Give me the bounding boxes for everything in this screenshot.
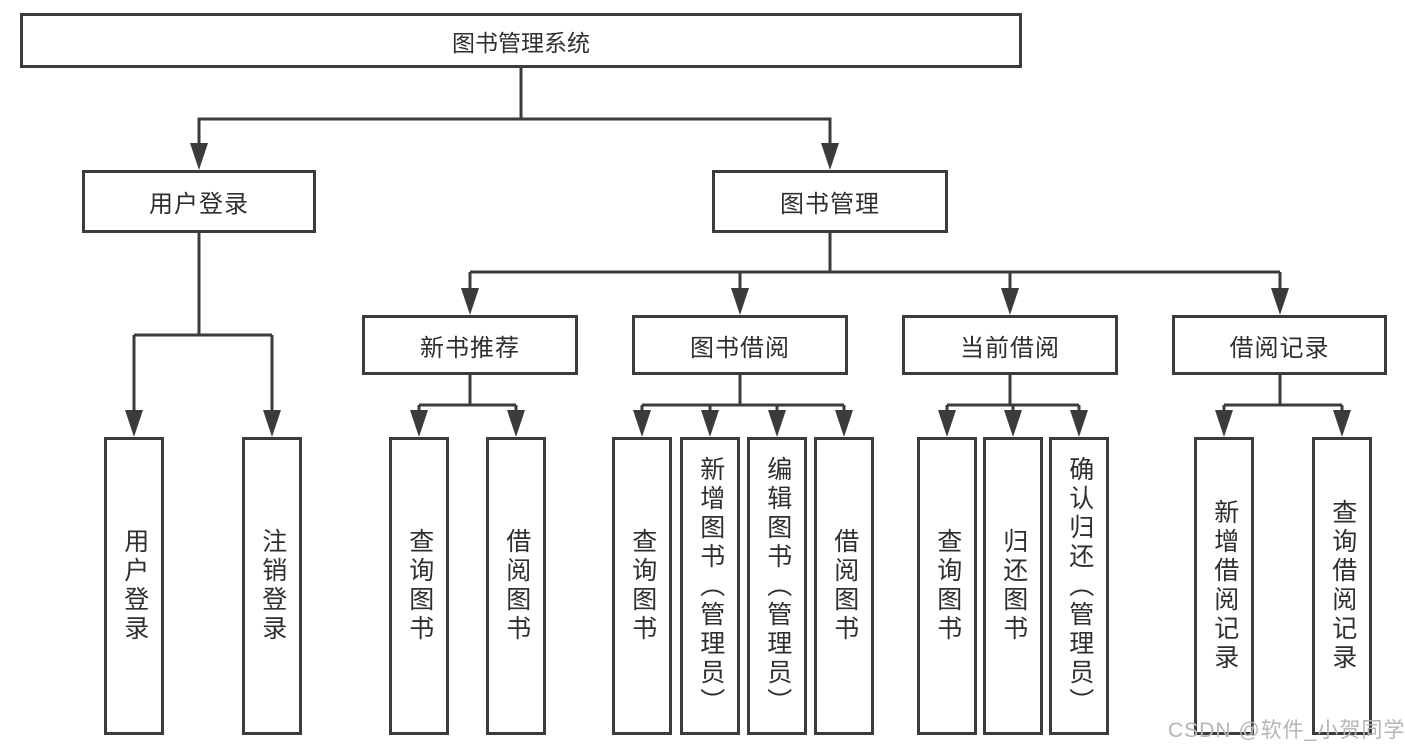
- leaf-borrow-query-books: 查询图书: [612, 437, 672, 735]
- leaf-confirm-return-admin-label: 确认归还（管理员）: [1065, 455, 1094, 717]
- node-book-borrow: 图书借阅: [632, 315, 848, 375]
- leaf-query-borrow-record-label: 查询借阅记录: [1328, 499, 1357, 673]
- leaf-add-book-admin-label: 新增图书（管理员）: [696, 455, 725, 717]
- leaf-recommend-query-books-label: 查询图书: [405, 528, 434, 644]
- node-book-borrow-label: 图书借阅: [690, 334, 790, 362]
- node-current-borrow-label: 当前借阅: [960, 334, 1060, 362]
- watermark: CSDN @软件_小贺同学: [1168, 719, 1405, 742]
- node-new-book-recommend: 新书推荐: [362, 315, 578, 375]
- leaf-borrow-query-books-label: 查询图书: [628, 528, 657, 644]
- leaf-borrow-books: 借阅图书: [814, 437, 874, 735]
- leaf-query-borrow-record: 查询借阅记录: [1312, 437, 1372, 735]
- leaf-edit-book-admin: 编辑图书（管理员）: [747, 437, 807, 735]
- leaf-user-login-label: 用户登录: [120, 528, 149, 644]
- leaf-add-borrow-record: 新增借阅记录: [1194, 437, 1254, 735]
- leaf-user-login: 用户登录: [104, 437, 164, 735]
- node-library-system: 图书管理系统: [20, 13, 1022, 68]
- node-new-book-recommend-label: 新书推荐: [420, 334, 520, 362]
- node-borrow-records: 借阅记录: [1172, 315, 1387, 375]
- leaf-logout-login: 注销登录: [242, 437, 302, 735]
- node-borrow-records-label: 借阅记录: [1229, 334, 1330, 362]
- leaf-return-books: 归还图书: [983, 437, 1043, 735]
- leaf-current-query-books: 查询图书: [917, 437, 977, 735]
- leaf-add-borrow-record-label: 新增借阅记录: [1210, 499, 1239, 673]
- node-user-login: 用户登录: [82, 170, 316, 233]
- leaf-return-books-label: 归还图书: [999, 528, 1028, 644]
- leaf-recommend-borrow-books-label: 借阅图书: [502, 528, 531, 644]
- node-library-system-label: 图书管理系统: [452, 29, 590, 56]
- node-user-login-label: 用户登录: [149, 191, 249, 218]
- leaf-confirm-return-admin: 确认归还（管理员）: [1049, 437, 1109, 735]
- leaf-current-query-books-label: 查询图书: [933, 528, 962, 644]
- leaf-recommend-query-books: 查询图书: [389, 437, 449, 735]
- node-current-borrow: 当前借阅: [902, 315, 1118, 375]
- leaf-logout-login-label: 注销登录: [258, 528, 287, 644]
- node-book-management-label: 图书管理: [780, 191, 880, 218]
- node-book-management: 图书管理: [712, 170, 948, 233]
- leaf-edit-book-admin-label: 编辑图书（管理员）: [763, 455, 792, 717]
- leaf-recommend-borrow-books: 借阅图书: [486, 437, 546, 735]
- leaf-add-book-admin: 新增图书（管理员）: [680, 437, 740, 735]
- leaf-borrow-books-label: 借阅图书: [830, 528, 859, 644]
